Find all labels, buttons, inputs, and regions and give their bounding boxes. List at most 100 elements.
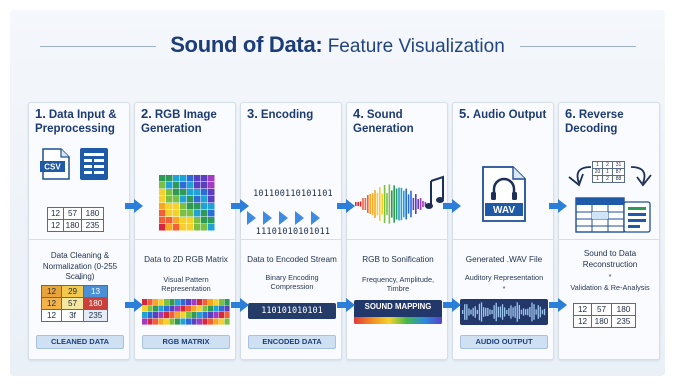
headphones-icon <box>492 177 516 195</box>
step-5-heading: 5.Audio Output <box>459 106 547 122</box>
table-cell: 20 <box>592 168 603 176</box>
step-6-subcaption-extra: * <box>608 272 612 281</box>
table-cell: 235 <box>81 219 104 232</box>
panel-divider <box>453 239 553 240</box>
step-1-panel: 1.Data Input & Preprocessing CSV 12 57 1… <box>28 102 130 360</box>
chevron-arrows-icon <box>247 211 337 225</box>
step-1-heading: 1.Data Input & Preprocessing <box>35 106 117 136</box>
sound-mapping-label: SOUND MAPPING <box>364 302 432 311</box>
step-1-caption: Data Cleaning & Normalization (0-255 Sca… <box>42 251 118 281</box>
table-row: 20 1 87 <box>592 168 625 176</box>
cycle-arrows-icon <box>568 166 652 187</box>
flow-arrow-icon <box>443 298 461 312</box>
infographic-frame: Sound of Data: Feature Visualization 1.D… <box>10 10 665 376</box>
table-row: 12 57 180 <box>573 303 636 316</box>
sound-waveform-icon <box>355 184 427 224</box>
flow-arrow-icon <box>549 199 567 213</box>
step-6-panel: 6.Reverse Decoding 1 2 31 20 1 87 1 2 88 <box>558 102 660 360</box>
table-cell: 31 <box>612 161 625 169</box>
table-cell: 180 <box>83 297 108 310</box>
table-cell: 1 <box>592 161 603 169</box>
step-2-panel: 2.RGB Image Generation Data to 2D RGB Ma… <box>134 102 236 360</box>
csv-file-icon: CSV <box>40 148 70 180</box>
flow-arrow-icon <box>125 298 143 312</box>
table-row: 12 180 235 <box>47 219 104 232</box>
encoded-data-button[interactable]: ENCODED DATA <box>248 335 336 349</box>
step-4-panel: 4.Sound Generation RGB to Sonification F… <box>346 102 448 360</box>
table-cell: 235 <box>611 315 636 328</box>
flow-arrow-icon <box>125 199 143 213</box>
rgb-matrix-strip <box>142 299 230 325</box>
reconstructed-data-table: 12 57 180 12 180 235 <box>573 303 636 328</box>
page-title: Sound of Data: Feature Visualization <box>10 32 665 58</box>
table-cell: 180 <box>63 219 82 232</box>
table-row: 12 3f 235 <box>41 309 108 322</box>
table-cell: 12 <box>47 219 64 232</box>
title-rule-right <box>520 46 636 47</box>
table-row: 1 2 31 <box>592 161 625 169</box>
panel-divider <box>559 239 659 240</box>
sound-mapping-gradient <box>354 317 442 324</box>
flow-arrow-icon <box>231 199 249 213</box>
table-cell: 235 <box>83 309 108 322</box>
normalized-data-table: 12 29 13 12 57 180 12 3f 235 <box>41 285 108 322</box>
table-cell: 29 <box>61 285 84 298</box>
table-cell: 13 <box>83 285 108 298</box>
table-cell: 180 <box>591 315 612 328</box>
table-cell: 87 <box>612 168 625 176</box>
binary-stream-top: 101100110101101 <box>253 189 333 199</box>
document-icon <box>623 201 651 233</box>
table-cell: 12 <box>41 309 62 322</box>
title-rule-left <box>40 46 156 47</box>
encoded-stream-bar: 110101010101 <box>248 303 336 319</box>
wav-file-icon: WAV <box>482 166 526 222</box>
table-cell: 180 <box>81 207 104 220</box>
step-3-panel: 3.Encoding 101100110101101 1110101010101… <box>240 102 342 360</box>
sound-mapping-bar: SOUND MAPPING <box>354 300 442 324</box>
table-cell: 88 <box>612 175 625 183</box>
panel-divider <box>347 239 447 240</box>
table-cell: 12 <box>573 303 592 316</box>
audio-output-button[interactable]: AUDIO OUTPUT <box>460 335 548 349</box>
table-row: 12 57 180 <box>47 207 104 220</box>
music-note-icon <box>425 175 444 209</box>
panel-divider <box>29 239 129 240</box>
step-2-heading: 2.RGB Image Generation <box>141 106 217 136</box>
table-cell: 12 <box>41 297 62 310</box>
wav-label: WAV <box>493 205 515 216</box>
step-1-subcaption: * <box>78 275 82 284</box>
spreadsheet-icon <box>80 148 108 180</box>
table-cell: 3f <box>61 309 84 322</box>
table-cell: 57 <box>61 297 84 310</box>
binary-stream-bottom: 11101010101011 <box>255 227 331 237</box>
rgb-matrix-button[interactable]: RGB MATRIX <box>142 335 230 349</box>
table-cell: 12 <box>573 315 592 328</box>
table-row: 12 29 13 <box>41 285 108 298</box>
flow-arrow-icon <box>443 199 461 213</box>
step-6-caption: Sound to Data Reconstruction <box>582 249 638 269</box>
step-3-heading: 3.Encoding <box>247 106 314 122</box>
table-cell: 57 <box>591 303 612 316</box>
step-5-caption: Generated .WAV File <box>465 255 543 264</box>
table-cell: 1 <box>592 175 603 183</box>
title-bold: Sound of Data: <box>170 32 323 57</box>
table-cell: 180 <box>611 303 636 316</box>
step-5-subcaption: Auditory Representation <box>464 273 544 282</box>
panel-divider <box>135 239 235 240</box>
step-5-panel: 5.Audio Output WAV Generated .WAV File A… <box>452 102 554 360</box>
flow-arrow-icon <box>549 298 567 312</box>
table-cell: 1 <box>602 168 613 176</box>
step-4-caption: RGB to Sonification <box>362 255 434 264</box>
title-rest: Feature Visualization <box>322 36 505 57</box>
table-cell: 2 <box>602 175 613 183</box>
step-4-heading: 4.Sound Generation <box>353 106 414 136</box>
table-row: 12 180 235 <box>573 315 636 328</box>
table-row: 12 57 180 <box>41 297 108 310</box>
input-data-table: 12 57 180 12 180 235 <box>47 207 104 232</box>
flow-arrow-icon <box>337 199 355 213</box>
flow-arrow-icon <box>337 298 355 312</box>
table-cell: 2 <box>602 161 613 169</box>
cleaned-data-button[interactable]: CLEANED DATA <box>36 335 124 349</box>
csv-label: CSV <box>44 163 61 172</box>
step-3-subcaption: Binary Encoding Compression <box>265 273 319 292</box>
